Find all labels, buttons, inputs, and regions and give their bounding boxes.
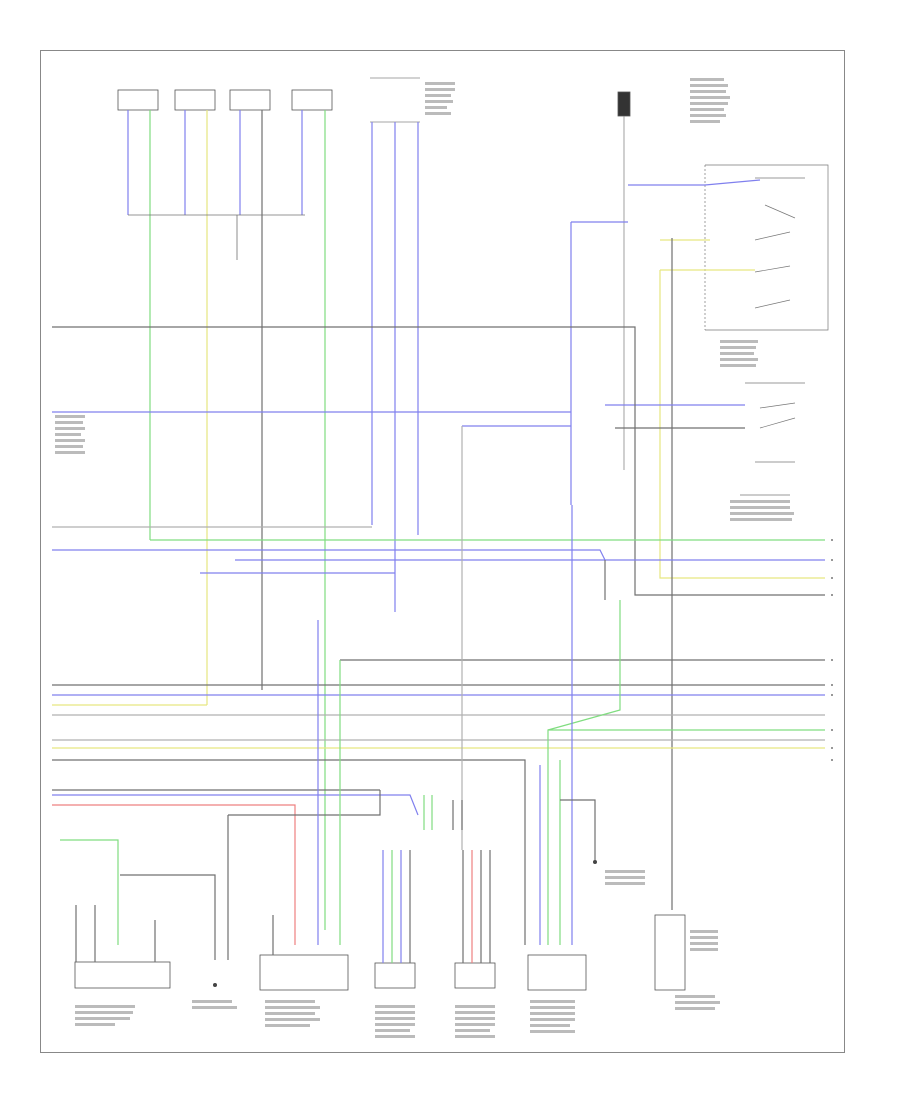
connector-box-4 — [291, 89, 333, 111]
fuse-icon — [617, 91, 631, 117]
connector-box-1 — [117, 89, 159, 111]
top-join — [128, 214, 305, 260]
bottom-pigtails — [75, 795, 491, 963]
label-blocks — [55, 78, 794, 1038]
top-left-wires — [127, 110, 419, 930]
ground-symbols — [213, 860, 597, 987]
bottom-components — [74, 914, 686, 991]
mid-wires — [120, 426, 621, 960]
fuse-box — [617, 91, 631, 470]
component-box-6 — [654, 914, 686, 991]
ground-icon — [213, 983, 217, 987]
relay-box — [704, 164, 829, 331]
top-left-connectors — [117, 89, 333, 111]
component-box-2 — [259, 954, 349, 991]
component-box-1 — [74, 961, 171, 989]
connector-box-2 — [174, 89, 216, 111]
component-box-5 — [527, 954, 587, 991]
relay-box-2 — [740, 382, 805, 496]
connector-box-3 — [229, 89, 271, 111]
top-center-module — [370, 77, 420, 123]
right-terminals — [831, 539, 833, 761]
diagram-frame — [40, 50, 845, 1053]
component-box-3 — [374, 962, 416, 989]
ground-icon — [593, 860, 597, 864]
bus-wires — [52, 326, 825, 945]
right-wires — [462, 179, 825, 910]
component-box-4 — [454, 962, 496, 989]
